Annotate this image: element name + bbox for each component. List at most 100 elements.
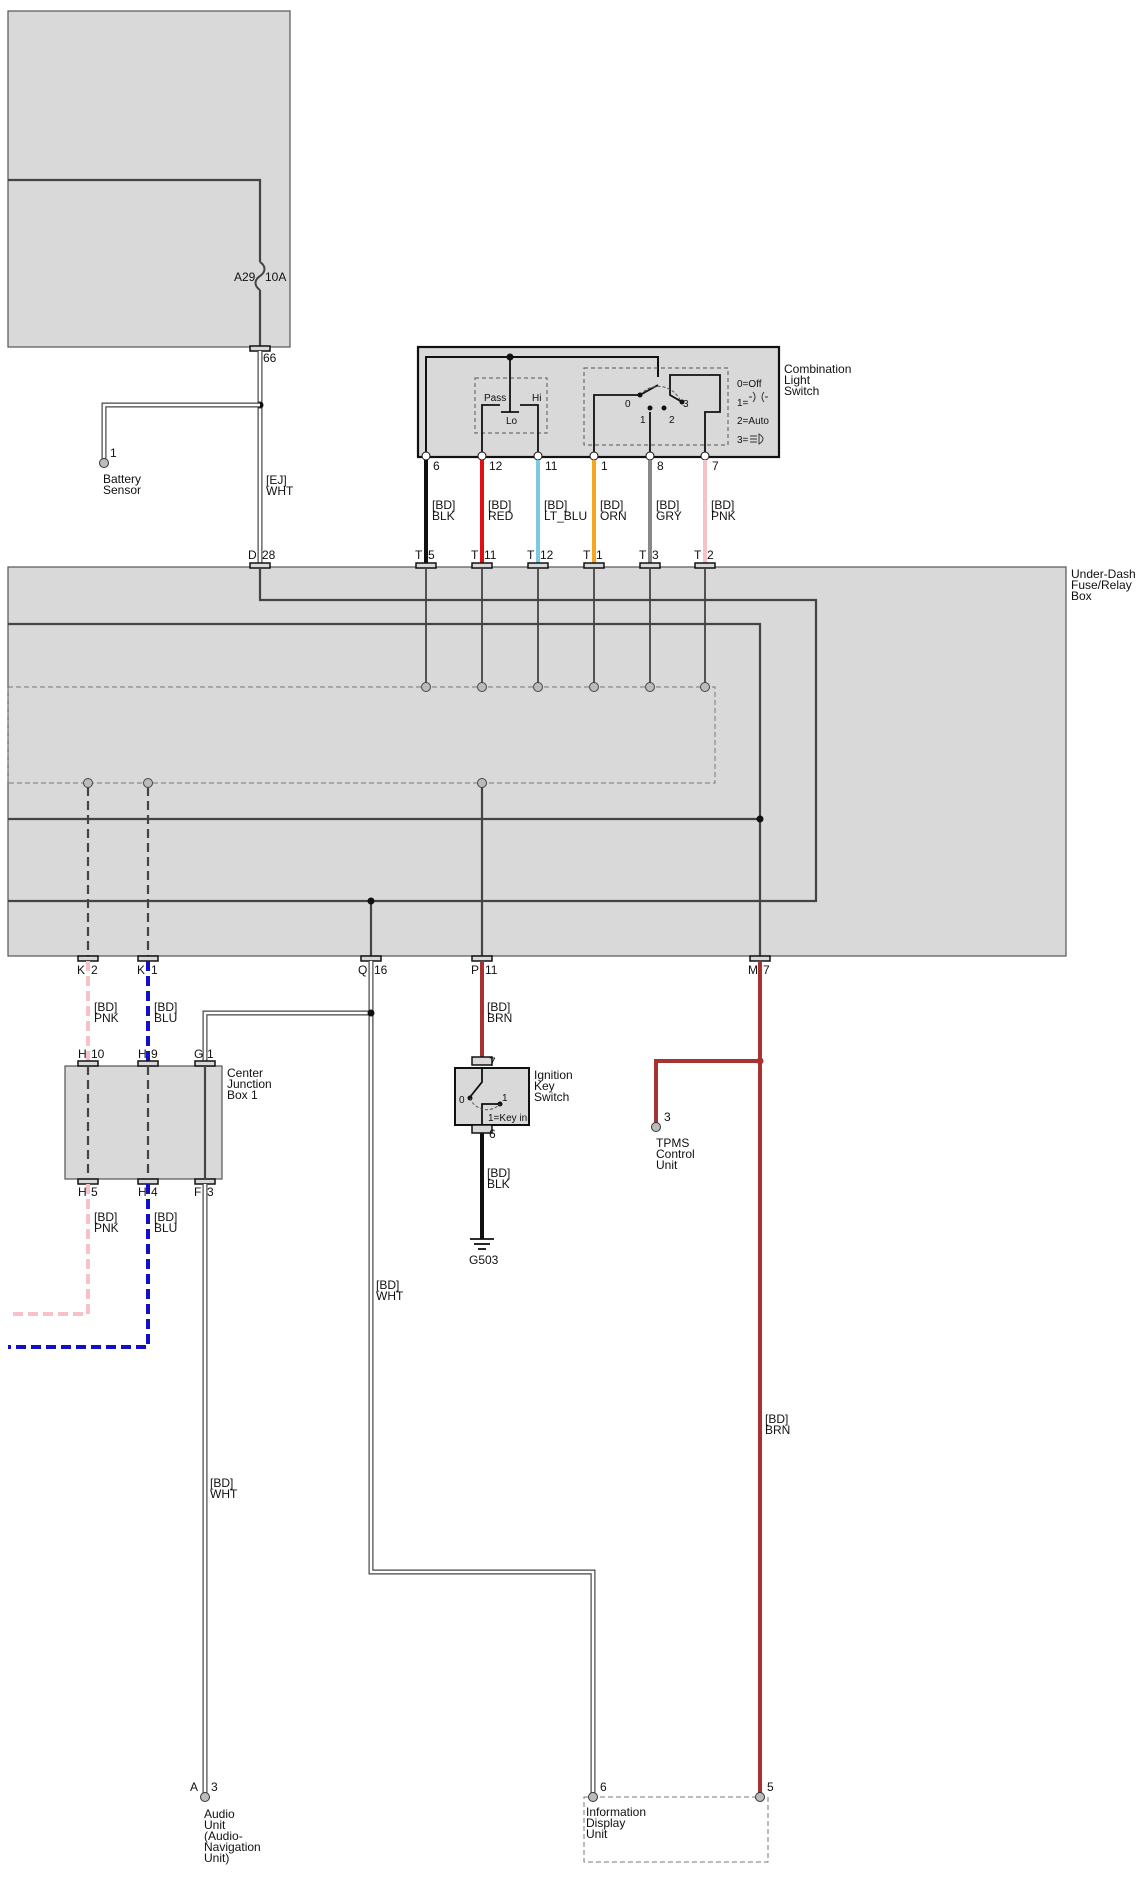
conn-t11: 11 — [484, 548, 497, 562]
conn-t3-letter: T — [639, 548, 647, 562]
fuse-box-bottom-connectors — [77, 955, 771, 962]
tpms-pin: 3 — [664, 1110, 671, 1124]
combination-switch-label-3: Switch — [784, 384, 819, 398]
red-wire-code: [BD] — [488, 498, 511, 512]
conn-q16: 16 — [374, 963, 388, 977]
rotary-switch-box — [583, 367, 729, 446]
m7-wire-color: BRN — [765, 1423, 790, 1437]
switch-pin-12: 12 — [489, 459, 503, 473]
ignition-legend: 1=Key in — [488, 1113, 527, 1124]
headlight-icon — [750, 433, 764, 445]
conn-h9: 9 — [151, 1047, 158, 1061]
k2-wire-code: [BD] — [94, 1000, 117, 1014]
battery-sensor-terminal — [99, 458, 109, 468]
fuse-box-t-drops — [425, 568, 706, 687]
audio-label-1: Audio — [204, 1807, 235, 1821]
ignition-label-2: Key — [534, 1079, 555, 1093]
rotary-pos-1: 1 — [640, 415, 646, 426]
blk-wire-code: [BD] — [432, 498, 455, 512]
p11-wire-code: [BD] — [487, 1000, 510, 1014]
m7-wire-code: [BD] — [765, 1412, 788, 1426]
ignition-pin-bottom: 6 — [489, 1127, 496, 1141]
h4-wire-color: BLU — [154, 1221, 177, 1235]
conn-m-letter: M — [748, 963, 758, 977]
conn-m7: 7 — [763, 963, 770, 977]
conn-t12-letter: T — [527, 548, 535, 562]
legend-pos1: 1= — [737, 398, 749, 409]
legend-off: 0=Off — [737, 379, 762, 390]
combination-switch-label-1: Combination — [784, 362, 851, 376]
fuse-id: A29 — [234, 270, 256, 284]
legend-pos3: 3= — [737, 435, 749, 446]
gry-wire-code: [BD] — [656, 498, 679, 512]
audio-conn-letter: A — [190, 1780, 198, 1794]
conn-t3: 3 — [652, 548, 659, 562]
k1-wire-color: BLU — [154, 1011, 177, 1025]
dimmer-hi-label: Hi — [532, 393, 541, 404]
wht-wire-g1 — [203, 1011, 371, 1061]
rotary-pos-3: 3 — [683, 399, 689, 410]
center-junction-label-3: Box 1 — [227, 1088, 258, 1102]
ignition-pos-0: 0 — [459, 1095, 465, 1106]
info-display-terminal-6 — [588, 1792, 598, 1802]
rotary-pos-0: 0 — [625, 399, 631, 410]
h4-wire-code: [BD] — [154, 1210, 177, 1224]
ignition-label-3: Switch — [534, 1090, 569, 1104]
dimmer-switch-box — [474, 377, 548, 434]
ltblu-wire-color: LT_BLU — [544, 509, 587, 523]
center-junction-box — [64, 1065, 223, 1180]
legend-auto: 2=Auto — [737, 416, 769, 427]
switch-pin-terminals — [421, 451, 710, 461]
ej-wire-color: WHT — [266, 484, 294, 498]
switch-pin-8: 8 — [657, 459, 664, 473]
fuse-box-internal-1 — [8, 568, 818, 903]
info-display-label-2: Display — [586, 1816, 625, 1830]
tpms-label-1: TPMS — [656, 1136, 689, 1150]
info-display-pin-5: 5 — [767, 1780, 774, 1794]
under-dash-label-2: Fuse/Relay — [1071, 578, 1132, 592]
conn-t12: 12 — [540, 548, 554, 562]
f3-wire-color: WHT — [210, 1487, 238, 1501]
conn-p11: 11 — [485, 963, 498, 977]
conn-g1: 1 — [207, 1047, 214, 1061]
conn-h4: 4 — [151, 1185, 158, 1199]
conn-h10: 10 — [91, 1047, 105, 1061]
orn-wire-code: [BD] — [600, 498, 623, 512]
conn-t2: 2 — [707, 548, 714, 562]
conn-f3: 3 — [207, 1185, 214, 1199]
ej-wire-code: [EJ] — [266, 473, 287, 487]
orn-wire-color: ORN — [600, 509, 627, 523]
ground-label: G503 — [469, 1253, 499, 1267]
gry-wire-color: GRY — [656, 509, 682, 523]
brn-wire-tpms — [654, 1059, 760, 1124]
rotary-pos-2: 2 — [669, 415, 675, 426]
red-wire-color: RED — [488, 509, 514, 523]
info-display-terminal-5 — [755, 1792, 765, 1802]
center-junction-connectors — [77, 1060, 216, 1185]
q16-wire-code: [BD] — [376, 1278, 399, 1292]
combination-switch-body — [416, 345, 781, 459]
fuse-box-dashed-bus — [7, 686, 716, 784]
audio-pin: 3 — [211, 1780, 218, 1794]
conn-p-letter: P — [471, 963, 479, 977]
under-dash-label-3: Box — [1071, 589, 1092, 603]
battery-sensor-pin: 1 — [110, 446, 117, 460]
battery-sensor-wire — [102, 403, 260, 460]
info-display-unit-box — [583, 1796, 769, 1863]
audio-unit-terminal — [200, 1792, 210, 1802]
center-junction-label-2: Junction — [227, 1077, 272, 1091]
pnk-wire-color: PNK — [711, 509, 736, 523]
conn-t1-letter: T — [583, 548, 591, 562]
conn-d: D — [248, 548, 257, 562]
h5-wire-code: [BD] — [94, 1210, 117, 1224]
conn-k1-letter: K — [137, 963, 145, 977]
tpms-label-3: Unit — [656, 1158, 678, 1172]
blu-dashed-wire-2 — [8, 1184, 150, 1349]
audio-label-3: (Audio- — [204, 1829, 243, 1843]
conn-k2: 2 — [91, 963, 98, 977]
conn-t1: 1 — [596, 548, 603, 562]
dimmer-lo-label: Lo — [506, 416, 518, 427]
info-display-label-1: Information — [586, 1805, 646, 1819]
k1-wire-code: [BD] — [154, 1000, 177, 1014]
tpms-terminal — [651, 1122, 661, 1132]
